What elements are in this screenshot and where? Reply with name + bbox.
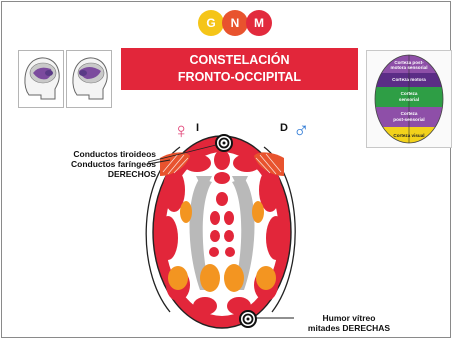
nucleus-5 [210, 230, 220, 242]
lobe-top-right [233, 154, 261, 172]
orange-right-upper [252, 201, 264, 223]
nucleus-2 [216, 192, 228, 206]
female-symbol-icon: ♀ [173, 118, 190, 143]
annotation-left-line-2: Conductos faríngeos [70, 159, 156, 169]
lobe-top-left [183, 154, 211, 172]
annotation-right: Humor vítreo mitades DERECHAS [290, 313, 408, 333]
lobe-left-upper [163, 168, 185, 212]
gnm-logo: G N M [198, 8, 272, 38]
annotation-right-line-1: Humor vítreo [322, 313, 376, 323]
lobe-bottom-left [193, 297, 217, 315]
pointer-line-left-1 [147, 144, 217, 163]
cortex-label-7: post-sensorial [393, 117, 425, 122]
gray-horn-left [196, 176, 212, 184]
lobe-right-middle [266, 216, 286, 260]
cortex-label-3: Corteza motora [392, 77, 426, 82]
target-marker-top-icon [215, 134, 233, 152]
title-line-2: FRONTO-OCCIPITAL [177, 70, 302, 84]
lobe-left-middle [158, 216, 178, 260]
side-label-left: I [196, 122, 200, 134]
nucleus-1 [214, 172, 230, 184]
striped-area-left [160, 152, 190, 176]
orange-center-left [200, 264, 220, 292]
lobe-bottom-right [227, 297, 251, 315]
orange-center-right [224, 264, 244, 292]
slide-title: CONSTELACIÓN FRONTO-OCCIPITAL [121, 48, 358, 90]
cortex-label-4: Corteza [400, 91, 418, 96]
brain-left-head-thumbnail [18, 50, 64, 108]
cortex-label-8: Corteza visual [393, 133, 425, 138]
annotation-left: Conductos tiroideos Conductos faríngeos … [36, 149, 156, 179]
nucleus-4 [224, 211, 234, 225]
logo-letter-g: G [198, 10, 224, 36]
side-label-right: D [280, 122, 288, 134]
slide-frame [1, 1, 451, 338]
orange-left-lower [168, 266, 188, 290]
cortex-label-6: Corteza [400, 111, 418, 116]
nucleus-3 [210, 211, 220, 225]
target-marker-bottom-icon [239, 310, 257, 328]
gray-horn-right [232, 176, 248, 184]
annotation-right-line-2: mitades DERECHAS [307, 323, 391, 333]
annotation-left-line-3: DERECHOS [107, 169, 156, 179]
nucleus-6 [224, 230, 234, 242]
title-line-1: CONSTELACIÓN [189, 53, 290, 67]
logo-letter-m: M [246, 10, 272, 36]
cortex-label-1: Corteza post- [394, 60, 424, 65]
nucleus-8 [225, 247, 235, 257]
logo-letter-n: N [222, 10, 248, 36]
male-symbol-icon: ♂ [293, 117, 310, 142]
nucleus-7 [209, 247, 219, 257]
lobe-top-center [214, 150, 230, 170]
pointer-line-left-2 [147, 159, 171, 165]
gray-ventricle-left [189, 178, 212, 290]
cortex-label-2: motora sensorial [390, 65, 428, 70]
cortex-label-5: sensorial [398, 97, 420, 102]
cortex-map: Corteza post- motora sensorial Corteza m… [366, 50, 452, 148]
brain-right-head-thumbnail [66, 50, 112, 108]
annotation-left-line-1: Conductos tiroideos [73, 149, 156, 159]
gray-ventricle-right [232, 178, 255, 290]
orange-left-upper [180, 201, 192, 223]
lobe-right-upper [259, 168, 281, 212]
orange-right-lower [256, 266, 276, 290]
striped-area-right [254, 152, 284, 176]
